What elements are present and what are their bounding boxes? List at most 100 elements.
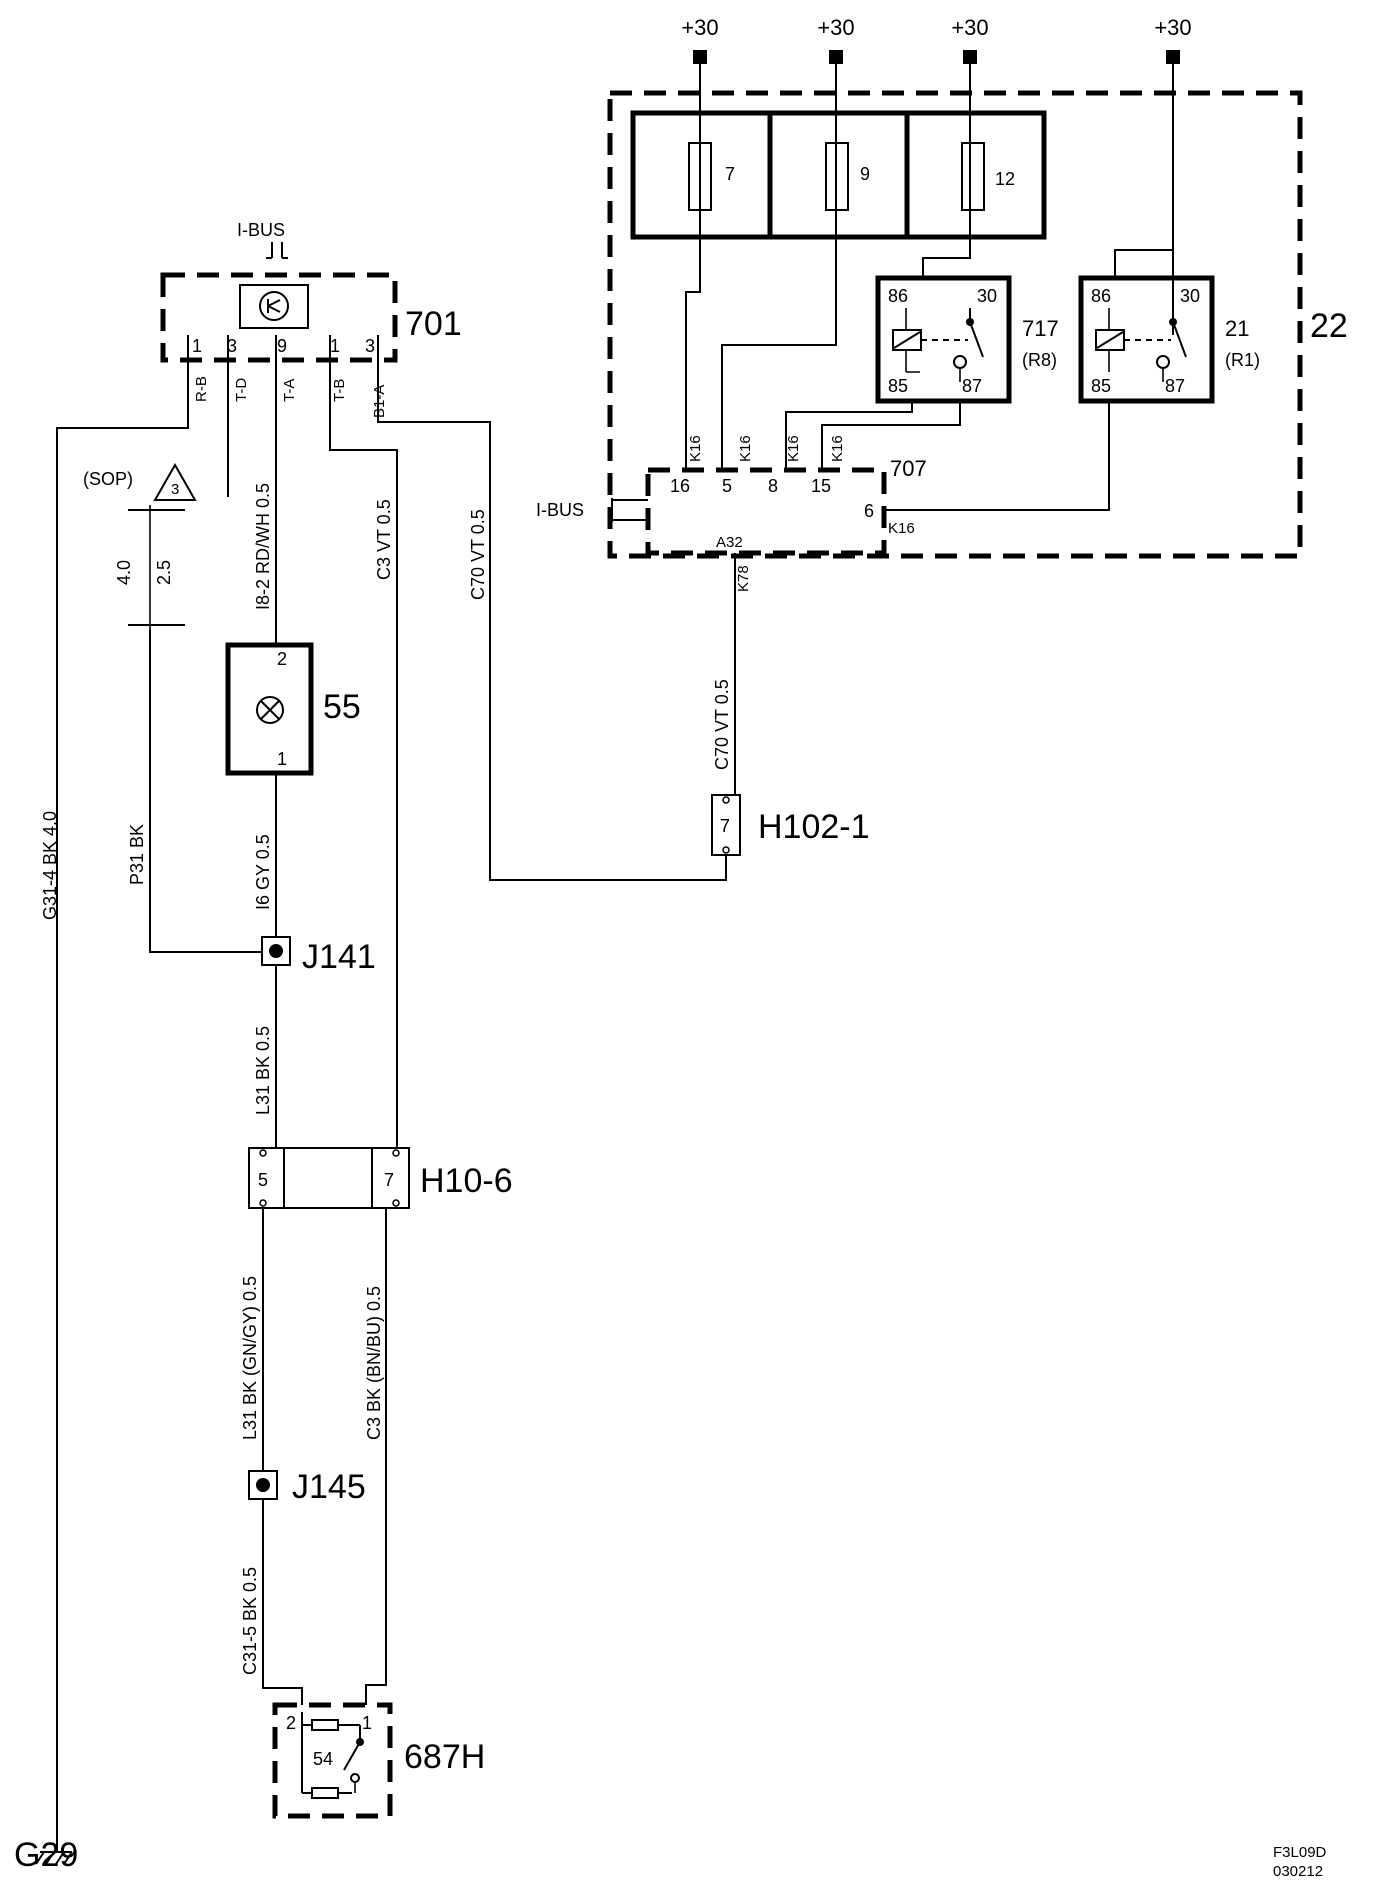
lamp-icon — [256, 696, 284, 724]
component-701-outline — [160, 272, 398, 363]
fuse-box-22-label: 22 — [1310, 307, 1348, 345]
l31-lower-label: L31 BK (GN/GY) 0.5 — [240, 1276, 260, 1440]
k16-label-5: K16 — [888, 520, 915, 537]
supply-wires — [685, 64, 1174, 470]
module-707-pin-6: 6 — [864, 501, 874, 521]
module-707-pin-15: 15 — [811, 476, 831, 496]
lamp-pin-2: 2 — [277, 649, 287, 669]
lamp-55-label: 55 — [323, 688, 361, 726]
fuse-holders: 7 9 12 — [630, 110, 1047, 240]
c31-5-label: C31-5 BK 0.5 — [240, 1567, 260, 1675]
switch-687h: 2 1 54 — [286, 1712, 372, 1799]
sop-label: (SOP) — [83, 469, 133, 489]
c70-loop-wire — [377, 360, 727, 881]
connector-h102-label: H102-1 — [758, 808, 870, 846]
switch-687h-label-54: 54 — [313, 1749, 333, 1769]
component-701-pin-3a: 3 — [227, 336, 237, 356]
sop-size-1: 4.0 — [114, 560, 134, 585]
component-701-pin-1a: 1 — [192, 336, 202, 356]
c3-lower-wire — [365, 1208, 387, 1705]
connector-h102-pin: 7 — [720, 816, 730, 836]
component-701-pin-1b: 1 — [330, 336, 340, 356]
supply-label-3: +30 — [951, 15, 988, 40]
module-707-pin-8: 8 — [768, 476, 778, 496]
sop-brackets — [128, 509, 185, 626]
switch-687h-label: 687H — [404, 1738, 485, 1776]
connector-h10-label: H10-6 — [420, 1162, 513, 1200]
p31-label: P31 BK — [127, 824, 147, 885]
module-707-outline — [645, 467, 887, 556]
terminal-t-a: T-A — [281, 379, 298, 402]
c3-upper-label: C3 VT 0.5 — [374, 499, 394, 580]
relay-717: 86 30 85 87 — [875, 275, 1012, 404]
splice-j145-label: J145 — [292, 1468, 366, 1506]
k16-wires — [785, 401, 1110, 511]
relay-717-sub: (R8) — [1022, 350, 1057, 370]
relay-21-pin-30: 30 — [1180, 286, 1200, 306]
lamp-55-box — [225, 642, 314, 776]
supply-label-1: +30 — [681, 15, 718, 40]
supply-terminals: +30 +30 +30 +30 — [681, 15, 1192, 64]
ground-icon — [35, 1851, 73, 1865]
terminal-b1-a: B1-A — [371, 385, 388, 418]
supply-label-2: +30 — [817, 15, 854, 40]
i6-label: I6 GY 0.5 — [253, 834, 273, 910]
relay-21-pin-85: 85 — [1091, 376, 1111, 396]
relay-717-pin-87: 87 — [962, 376, 982, 396]
lamp-pin-1: 1 — [277, 749, 287, 769]
footer-code: F3L09D — [1273, 1844, 1327, 1861]
supply-label-4: +30 — [1154, 15, 1191, 40]
c70-right-label: C70 VT 0.5 — [712, 679, 732, 770]
connector-h10-pin-7: 7 — [384, 1170, 394, 1190]
k16-label-3: K16 — [785, 435, 802, 462]
p31-wire — [149, 630, 262, 953]
component-701-pin-3b: 3 — [365, 336, 375, 356]
connector-h10-pin-5: 5 — [258, 1170, 268, 1190]
splice-j141 — [261, 936, 291, 966]
module-707-pin-16: 16 — [670, 476, 690, 496]
switch-687h-outline — [272, 1702, 393, 1819]
k78-label: K78 — [735, 565, 752, 592]
c3-lower-label: C3 BK (BN/BU) 0.5 — [364, 1286, 384, 1440]
c3-upper-wire — [329, 335, 398, 1148]
k16-label-1: K16 — [687, 435, 704, 462]
switch-687h-pin-1: 1 — [362, 1713, 372, 1733]
l31-upper-label: L31 BK 0.5 — [253, 1026, 273, 1115]
i8-2-label: I8-2 RD/WH 0.5 — [253, 483, 273, 610]
component-701-pin-9: 9 — [277, 336, 287, 356]
ground-wire — [56, 335, 189, 1852]
terminal-t-d: T-D — [233, 378, 250, 402]
k16-label-4: K16 — [829, 435, 846, 462]
terminal-t-b: T-B — [331, 379, 348, 402]
relay-21: 86 30 85 87 — [1078, 275, 1215, 404]
component-701-bus-label: I-BUS — [237, 220, 285, 240]
ground-wire-label: G31-4 BK 4.0 — [40, 811, 60, 920]
fuse-12-element — [961, 142, 985, 211]
connector-h10-6: 5 7 — [248, 1147, 410, 1209]
module-707-pin-a32: A32 — [716, 534, 743, 551]
relay-21-sub: (R1) — [1225, 350, 1260, 370]
terminal-r-b: R-B — [193, 376, 210, 402]
relay-21-pin-86: 86 — [1091, 286, 1111, 306]
footer-date: 030212 — [1273, 1863, 1323, 1880]
sop-size-2: 2.5 — [154, 560, 174, 585]
note-triangle-icon — [153, 462, 197, 501]
fuse-9-label: 9 — [860, 164, 870, 184]
component-701-label: 701 — [405, 305, 462, 343]
relay-21-pin-87: 87 — [1165, 376, 1185, 396]
module-707-bus-connector: I-BUS — [536, 498, 648, 522]
module-707-bus-label: I-BUS — [536, 500, 584, 520]
splice-j141-label: J141 — [302, 938, 376, 976]
component-701-transistor-icon — [259, 291, 289, 321]
relay-717-pin-85: 85 — [888, 376, 908, 396]
k16-label-2: K16 — [737, 435, 754, 462]
relay-717-label: 717 — [1022, 316, 1059, 341]
component-701-bus-pins — [266, 242, 288, 259]
relay-717-pin-30: 30 — [977, 286, 997, 306]
module-707-pin-5: 5 — [722, 476, 732, 496]
relay-21-label: 21 — [1225, 316, 1249, 341]
c70-left-label: C70 VT 0.5 — [468, 509, 488, 600]
component-701-pins: 1 3 9 1 3 R-B T-D T-A T-B B1-A — [192, 336, 388, 418]
note-number: 3 — [171, 481, 179, 498]
